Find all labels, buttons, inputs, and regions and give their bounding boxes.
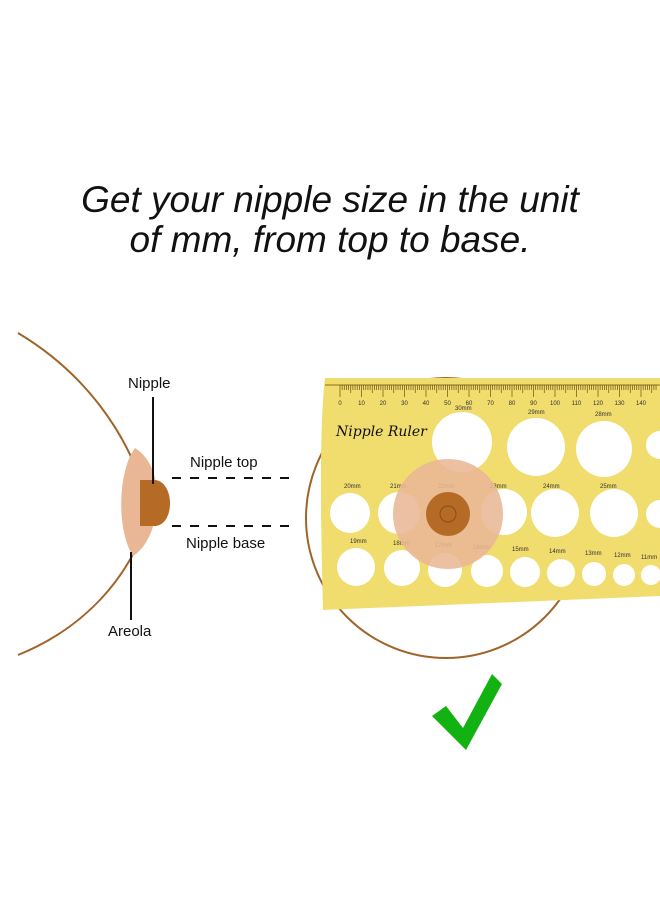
ruler-scale-label: 130: [614, 401, 625, 407]
hole-25mm: [590, 489, 638, 537]
hole-label-23mm: 23mm: [490, 484, 507, 490]
areola-label: Areola: [108, 623, 152, 640]
hole-partial-right: [646, 431, 660, 459]
hole-label-29mm: 29mm: [528, 410, 545, 416]
hole-label-24mm: 24mm: [543, 484, 560, 490]
checkmark-icon: [432, 674, 502, 750]
ruler-title: Nipple Ruler: [335, 424, 428, 440]
hole-label-14mm: 14mm: [549, 549, 566, 555]
hole-label-19mm: 19mm: [350, 539, 367, 545]
hole-16mm: [471, 555, 503, 587]
nipple-tip-ring: [439, 505, 457, 523]
hole-label-18mm: 18mm: [393, 541, 410, 547]
ruler-scale-label: 100: [550, 401, 561, 407]
headline: Get your nipple size in the unit of mm, …: [0, 180, 660, 260]
hole-label-30mm: 30mm: [455, 406, 472, 412]
hole-label-13mm: 13mm: [585, 551, 602, 557]
hole-13mm: [582, 562, 606, 586]
ruler-scale-label: 90: [530, 401, 537, 407]
nipple-base-label: Nipple base: [186, 535, 265, 552]
hole-19mm: [337, 548, 375, 586]
ruler-scale-label: 10: [358, 401, 365, 407]
ruler-scale-label: 140: [636, 401, 647, 407]
hole-label-12mm: 12mm: [614, 553, 631, 559]
ruler-scale-label: 120: [593, 401, 604, 407]
hole-18mm: [384, 550, 420, 586]
ruler-scale-label: 70: [487, 401, 494, 407]
ruler-scale-label: 20: [380, 401, 387, 407]
hole-28mm: [576, 421, 632, 477]
hole-29mm: [507, 418, 565, 476]
nipple-label: Nipple: [128, 375, 171, 392]
hole-20mm: [330, 493, 370, 533]
hole-label-15mm: 15mm: [512, 547, 529, 553]
hole-30mm: [432, 412, 492, 472]
hole-partial-mid-right: [646, 500, 660, 528]
ruler-scale-labels: 0 10 20 30 40 50 60 70 80 90 100 110 120 130 140: [338, 401, 646, 407]
hole-24mm: [531, 489, 579, 537]
ruler-scale-label: 80: [509, 401, 516, 407]
hole-label-25mm: 25mm: [600, 484, 617, 490]
hole-label-20mm: 20mm: [344, 484, 361, 490]
headline-line-1: Get your nipple size in the unit: [81, 179, 579, 220]
hole-15mm: [510, 557, 540, 587]
ruler-scale-label: 30: [401, 401, 408, 407]
headline-line-2: of mm, from top to base.: [129, 219, 531, 260]
hole-22mm: [426, 492, 470, 536]
hole-11mm: [641, 565, 660, 585]
hole-label-21mm: 21mm: [390, 484, 407, 490]
hole-12mm: [613, 564, 635, 586]
ruler-scale-label: 40: [423, 401, 430, 407]
hole-label-11mm: 11mm: [641, 555, 657, 561]
hole-14mm: [547, 559, 575, 587]
ruler-scale-label: 0: [338, 401, 342, 407]
areola-shape: [121, 448, 158, 556]
ruler-scale-label: 60: [466, 401, 473, 407]
ruler-scale-label: 50: [444, 401, 451, 407]
nipple-shape: [140, 480, 170, 526]
nipple-top-label: Nipple top: [190, 454, 258, 471]
ruler-scale-label: 110: [572, 401, 582, 407]
hole-label-28mm: 28mm: [595, 412, 612, 418]
ruler-ticks: [339, 385, 657, 397]
